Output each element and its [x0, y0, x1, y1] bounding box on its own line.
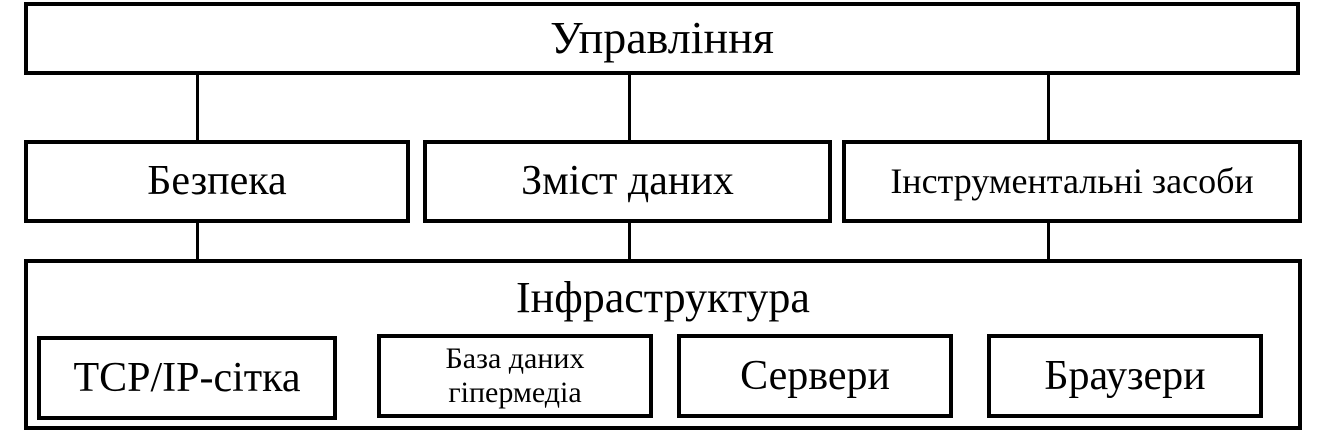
connector-top-to-security	[196, 75, 199, 143]
hypermedia-database-label-line2: гіпермедіа	[448, 376, 582, 409]
management-box: Управління	[24, 2, 1300, 75]
security-box: Безпека	[24, 140, 410, 223]
connector-tools-to-infra	[1047, 222, 1050, 260]
tools-label: Інструментальні засоби	[890, 160, 1254, 201]
connector-top-to-tools	[1047, 75, 1050, 143]
browsers-box: Браузери	[987, 334, 1263, 418]
hypermedia-database-label-line1: База даних	[445, 341, 585, 375]
tools-box: Інструментальні засоби	[842, 140, 1302, 223]
connector-content-to-infra	[628, 222, 631, 260]
browsers-label: Браузери	[1044, 352, 1206, 399]
connector-security-to-infra	[196, 222, 199, 260]
servers-box: Сервери	[677, 334, 953, 418]
tcpip-network-label: TCP/IP-сітка	[73, 354, 301, 401]
connector-top-to-content	[628, 75, 631, 143]
data-content-box: Зміст даних	[423, 140, 832, 223]
servers-label: Сервери	[740, 352, 890, 399]
hypermedia-database-box: База даних гіпермедіа	[377, 334, 653, 418]
data-content-label: Зміст даних	[521, 158, 734, 205]
management-label: Управління	[550, 12, 774, 64]
tcpip-network-box: TCP/IP-сітка	[37, 336, 337, 420]
security-label: Безпека	[147, 158, 287, 205]
infrastructure-label: Інфраструктура	[516, 273, 810, 322]
